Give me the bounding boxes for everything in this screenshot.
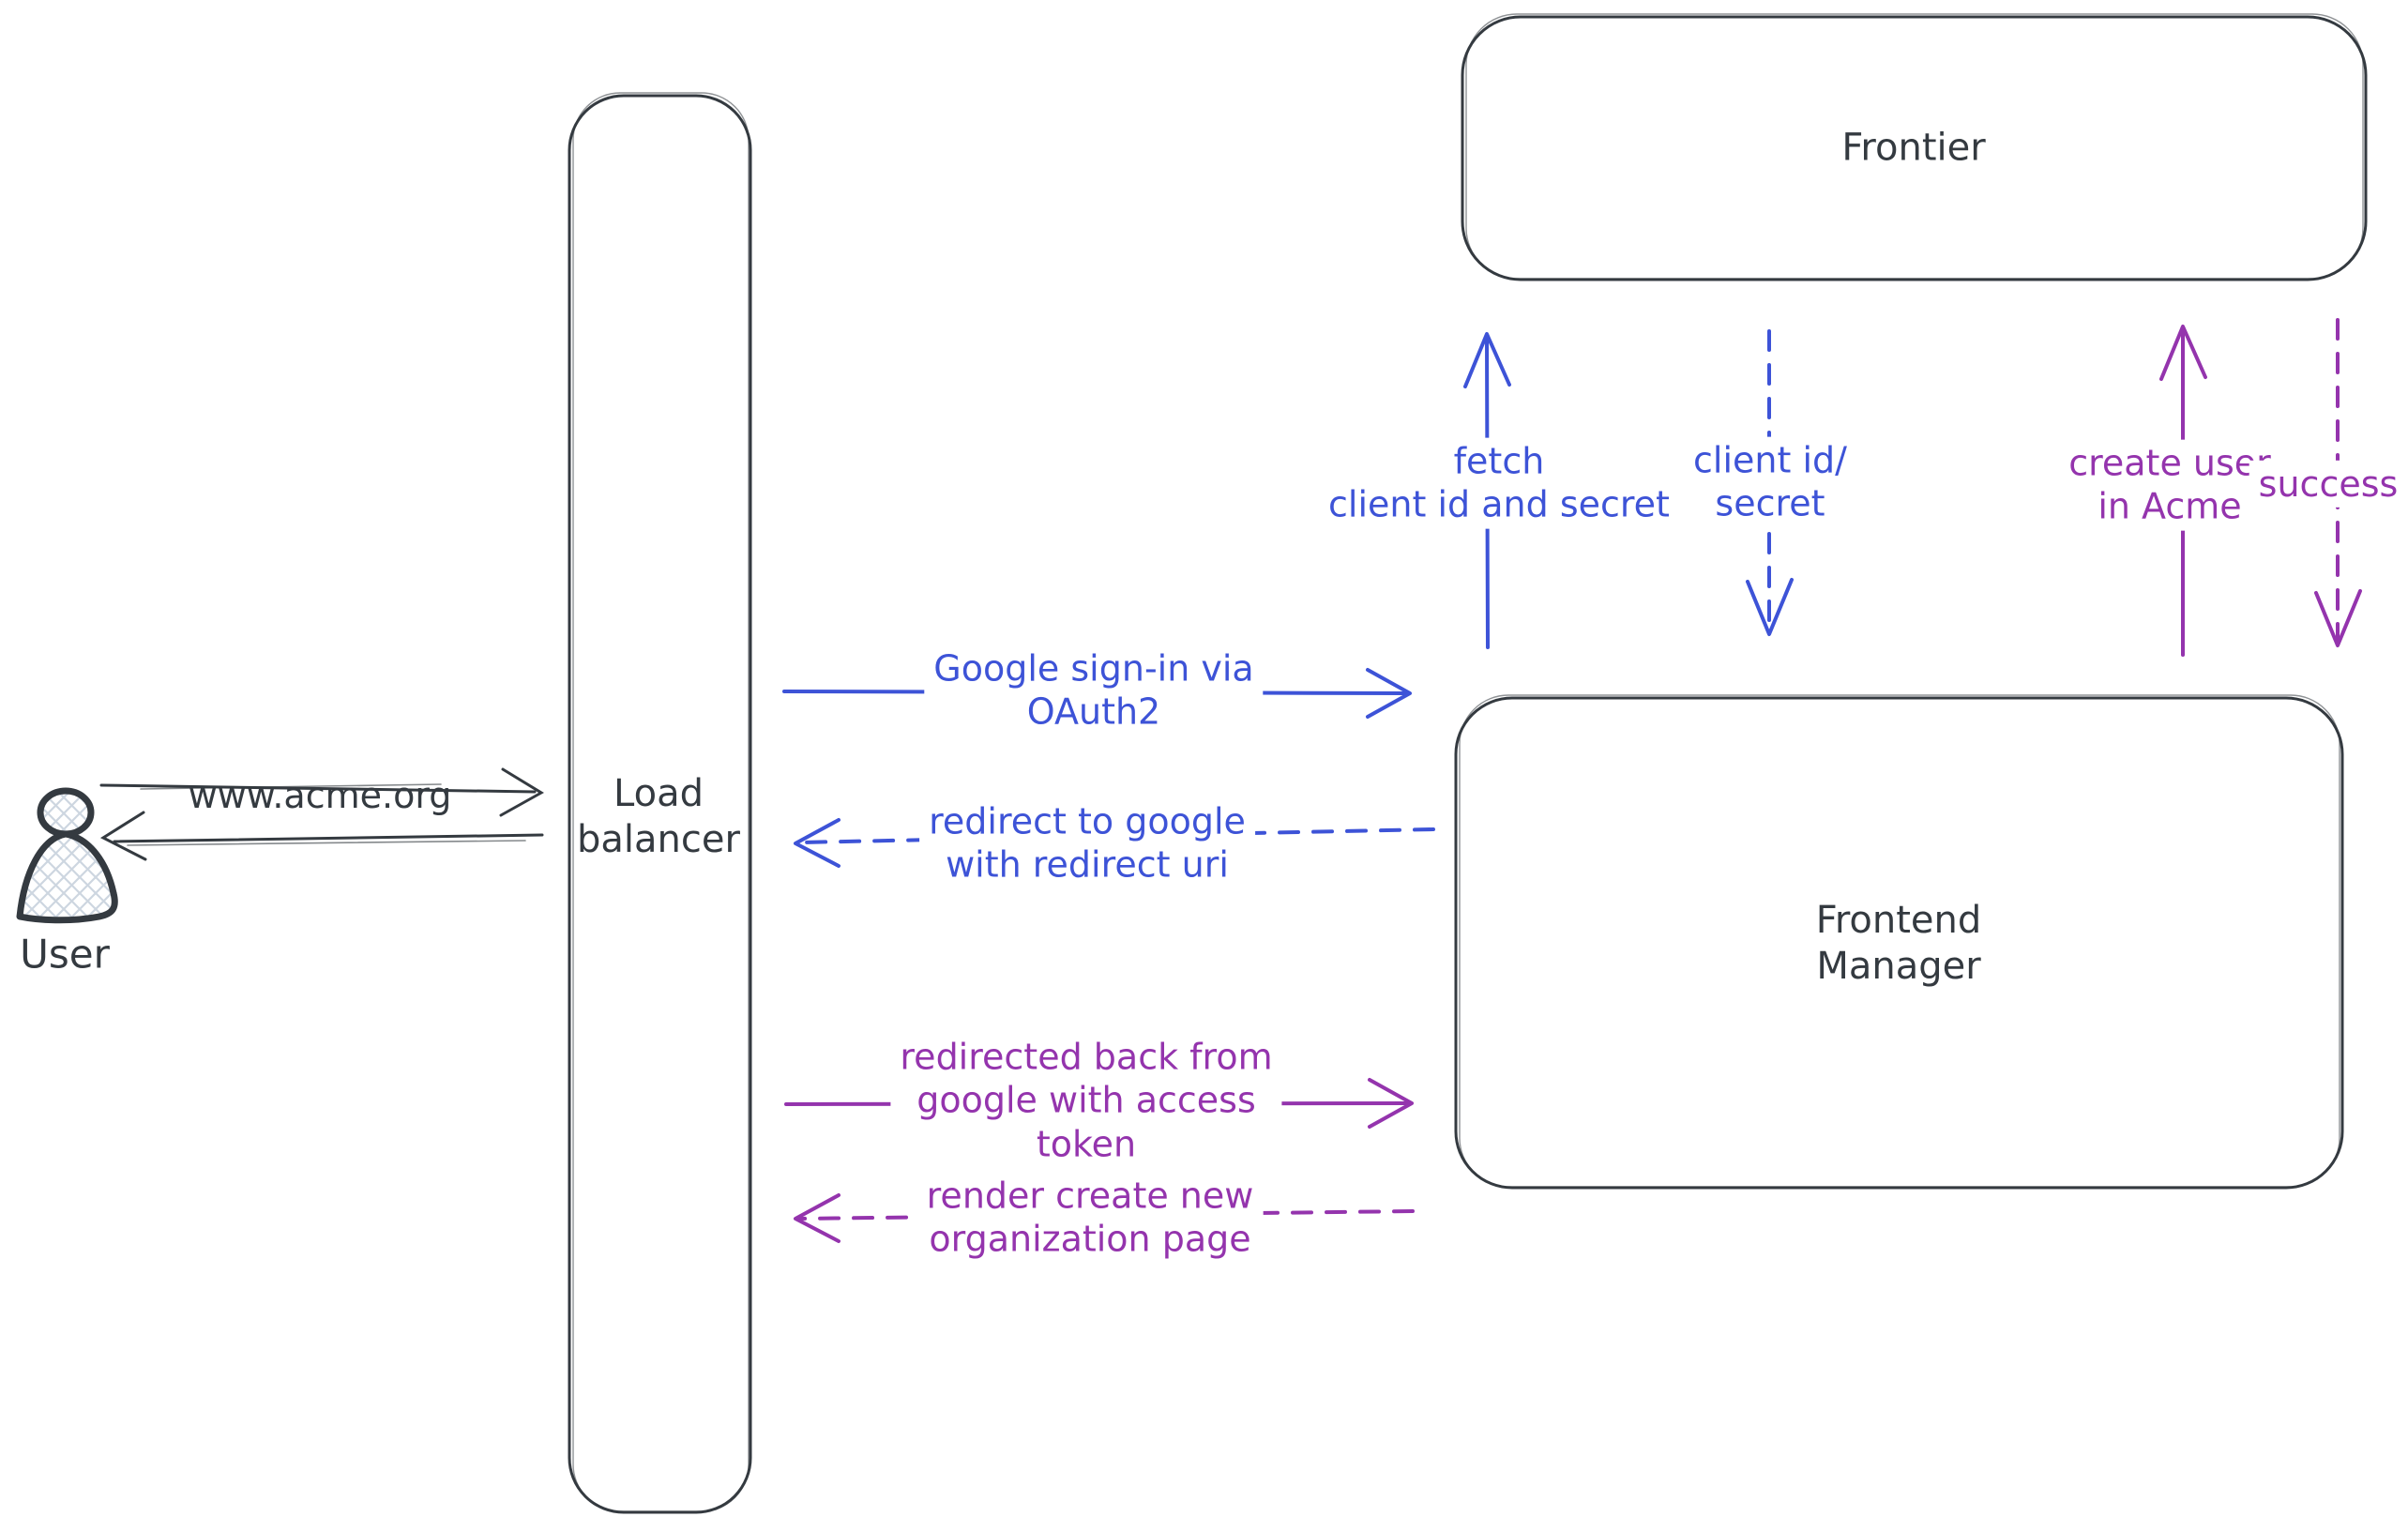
- edge-label-redirected-back: redirected back from google with access …: [890, 1033, 1282, 1168]
- edge-label-create-user: create user in Acme: [2059, 439, 2280, 531]
- arrow-success[interactable]: [2314, 318, 2362, 647]
- frontend-manager-node[interactable]: [1454, 694, 2344, 1190]
- load-balancer-label: Load balancer: [577, 772, 740, 861]
- frontier-node[interactable]: [1461, 13, 2368, 281]
- user-icon[interactable]: [16, 787, 118, 924]
- edge-label-www-acme: www.acme.org: [188, 774, 452, 816]
- load-balancer-node[interactable]: [568, 92, 752, 1514]
- edge-label-success: success: [2249, 460, 2408, 508]
- frontend-manager-label: Frontend Manager: [1815, 899, 1982, 988]
- edge-label-render-create-org: render create new organization page: [916, 1172, 1264, 1264]
- edge-label-fetch-client: fetch client id and secret: [1319, 437, 1679, 529]
- arrow-www-acme[interactable]: [99, 767, 544, 817]
- frontier-label: Frontier: [1841, 126, 1986, 170]
- user-label: User: [20, 931, 110, 978]
- edge-label-redirect-to-google: redirect to google with redirect uri: [919, 797, 1255, 889]
- edge-label-google-signin: Google sign-in via OAuth2: [924, 645, 1264, 736]
- arrow-lb-return[interactable]: [99, 811, 544, 861]
- edge-label-client-id-secret: client id/ secret: [1684, 436, 1856, 528]
